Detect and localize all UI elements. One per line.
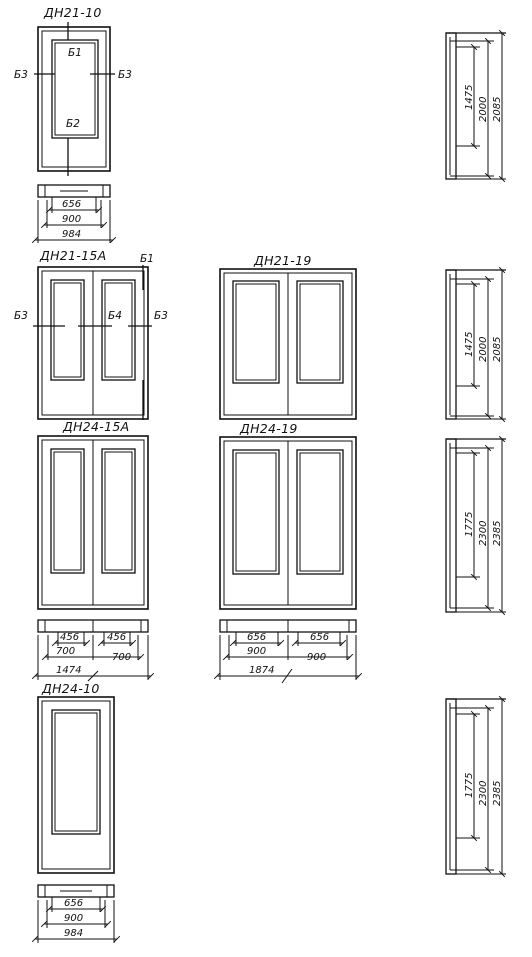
plan-outline xyxy=(37,884,115,898)
door-title: ДН24-10 xyxy=(41,681,100,696)
vertical-section-3: 1775 2300 2385 xyxy=(445,435,506,616)
section-mark-b3-left: Б3 xyxy=(14,69,28,81)
door-title: ДН21-15А xyxy=(39,248,106,263)
plan-outline xyxy=(37,184,111,198)
glazing-panel-left xyxy=(232,280,280,384)
dim-656-left: 656 xyxy=(247,632,266,643)
vertical-section-1: 1475 2000 2085 xyxy=(445,29,506,183)
section-mark-b3-left: Б3 xyxy=(14,310,28,322)
dim-1475: 1475 xyxy=(464,85,475,110)
glazing-inner-left xyxy=(235,283,277,381)
section-profile xyxy=(445,32,457,180)
dim-2385: 2385 xyxy=(492,521,503,546)
dim-900-right: 900 xyxy=(307,652,326,663)
dim-456-right: 456 xyxy=(107,632,126,643)
dim-900: 900 xyxy=(64,913,83,924)
section-mark-b1: Б1 xyxy=(140,253,154,265)
plan-dn24-15a: 456 456 700 700 1474 xyxy=(31,619,155,682)
glazing-inner-left xyxy=(53,451,82,571)
dim-2000: 2000 xyxy=(478,337,489,362)
dim-900: 900 xyxy=(62,214,81,225)
door-dn21-10: ДН21-10 Б1 Б2 Б3 Б3 xyxy=(14,5,132,176)
glazing-inner-right xyxy=(299,452,341,572)
dim-2085: 2085 xyxy=(492,337,503,362)
dim-2300: 2300 xyxy=(478,781,489,806)
door-frame xyxy=(37,26,111,172)
door-dn24-10: ДН24-10 xyxy=(37,681,115,874)
glazing-panel-left xyxy=(232,449,280,575)
dim-2085: 2085 xyxy=(492,97,503,122)
section-profile xyxy=(445,698,457,875)
dim-656-right: 656 xyxy=(310,632,329,643)
plan-dn21-10: 656 900 984 xyxy=(31,184,117,244)
glazing-panel-right xyxy=(101,448,136,574)
glazing-inner-right xyxy=(104,282,133,378)
section-profile xyxy=(445,269,457,420)
section-mark-b3-right: Б3 xyxy=(118,69,132,81)
door-title: ДН24-19 xyxy=(239,421,298,436)
door-frame xyxy=(219,268,357,420)
section-mark-b3-right: Б3 xyxy=(154,310,168,322)
glazing-panel-right xyxy=(296,280,344,384)
vertical-section-2: 1475 2000 2085 xyxy=(445,266,506,423)
vertical-section-4: 1775 2300 2385 xyxy=(445,695,506,878)
section-profile xyxy=(445,438,457,613)
door-title: ДН24-15А xyxy=(62,419,129,434)
door-dn24-19: ДН24-19 xyxy=(219,421,357,610)
door-frame xyxy=(219,436,357,610)
glazing-panel-right xyxy=(296,449,344,575)
glazing-panel-left xyxy=(50,448,85,574)
section-mark-b4: Б4 xyxy=(108,310,122,322)
door-dn21-15a: ДН21-15А Б1 Б3 Б4 Б3 xyxy=(14,248,168,420)
glazing-inner-left xyxy=(235,452,277,572)
dim-2000: 2000 xyxy=(478,97,489,122)
door-dn21-19: ДН21-19 xyxy=(219,253,357,420)
dim-700-left: 700 xyxy=(56,646,75,657)
dim-984: 984 xyxy=(64,928,83,939)
dim-1474: 1474 xyxy=(56,665,81,676)
glazing-panel xyxy=(51,709,101,835)
dim-2300: 2300 xyxy=(478,521,489,546)
glazing-panel xyxy=(51,39,99,139)
door-dn24-15a: ДН24-15А xyxy=(37,419,149,610)
dim-1775: 1775 xyxy=(464,773,475,798)
door-frame xyxy=(37,696,115,874)
dim-456-left: 456 xyxy=(60,632,79,643)
dim-1874: 1874 xyxy=(249,665,274,676)
door-frame xyxy=(37,435,149,610)
dim-900-left: 900 xyxy=(247,646,266,657)
plan-dn24-10: 656 900 984 xyxy=(31,884,121,943)
section-mark-b1: Б1 xyxy=(68,47,82,59)
dim-700-right: 700 xyxy=(112,652,131,663)
glazing-inner xyxy=(54,42,96,136)
door-title: ДН21-10 xyxy=(43,5,102,20)
glazing-panel-right xyxy=(101,279,136,381)
door-leaf xyxy=(41,30,107,168)
door-frame xyxy=(37,266,149,420)
door-title: ДН21-19 xyxy=(253,253,312,268)
glazing-panel-left xyxy=(50,279,85,381)
glazing-inner-right xyxy=(299,283,341,381)
dim-1475: 1475 xyxy=(464,332,475,357)
glazing-inner xyxy=(54,712,98,832)
dim-1775: 1775 xyxy=(464,512,475,537)
dim-2385: 2385 xyxy=(492,781,503,806)
glazing-inner-left xyxy=(53,282,82,378)
dim-984: 984 xyxy=(62,229,81,240)
dim-656: 656 xyxy=(64,898,83,909)
section-mark-b2: Б2 xyxy=(66,118,80,130)
dim-656: 656 xyxy=(62,199,81,210)
plan-dn24-19: 656 656 900 900 1874 xyxy=(213,619,363,684)
door-leaf xyxy=(41,700,111,870)
glazing-inner-right xyxy=(104,451,133,571)
